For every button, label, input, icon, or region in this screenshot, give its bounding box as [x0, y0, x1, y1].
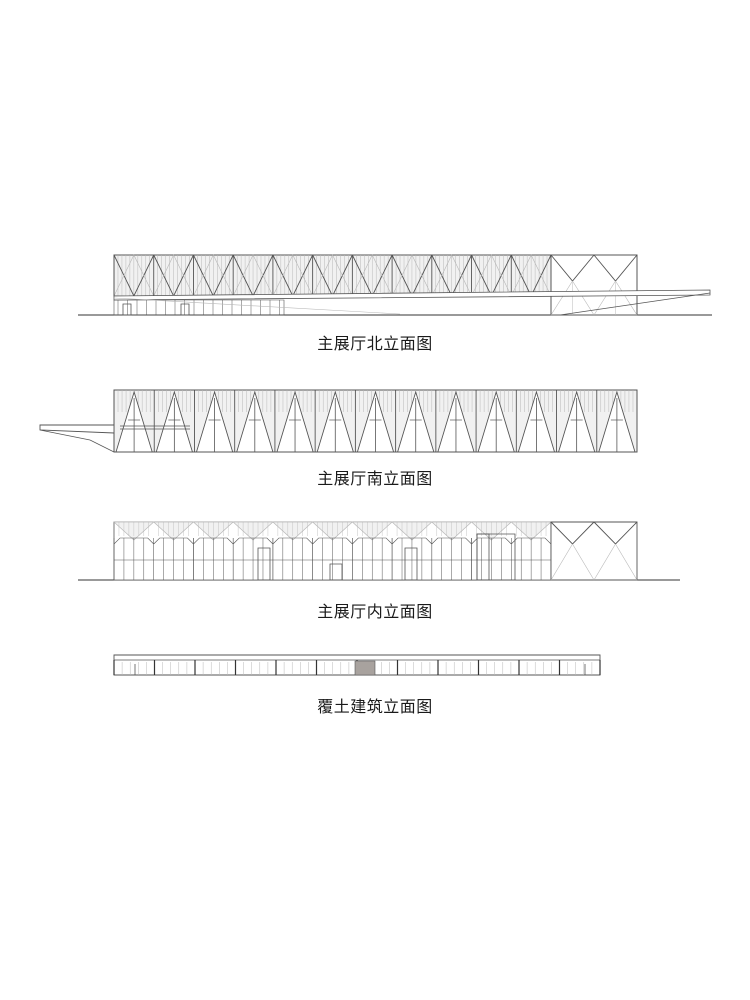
open-frame — [551, 255, 637, 315]
truss-chevron-back — [392, 255, 432, 296]
canopy-edge — [90, 440, 114, 452]
cantilever-canopy — [40, 425, 114, 433]
door — [330, 564, 342, 580]
base-glazing — [114, 300, 284, 315]
bay-arch — [352, 538, 392, 544]
open-frame — [551, 522, 637, 580]
gallery-opening — [477, 534, 515, 580]
door — [123, 304, 131, 315]
truss-chevron-back — [432, 255, 472, 296]
bay-arch — [233, 538, 273, 544]
bay-arch — [114, 538, 154, 544]
truss-chevron-back — [233, 255, 273, 296]
truss-chevron-back — [511, 255, 551, 296]
entrance-panel — [355, 661, 375, 675]
open-diagonal — [616, 544, 638, 580]
bay-arch — [511, 538, 551, 544]
truss-chevron-back — [114, 255, 154, 296]
bay-arch — [472, 538, 512, 544]
north-elevation-drawing — [0, 240, 750, 325]
bay-arch — [273, 538, 313, 544]
bay-arch — [392, 538, 432, 544]
interior-elevation-caption: 主展厅内立面图 — [317, 602, 433, 621]
open-diagonal — [551, 544, 573, 580]
open-diagonal — [594, 544, 616, 580]
south-elevation-caption: 主展厅南立面图 — [317, 469, 433, 488]
truss-chevron-back — [273, 255, 313, 296]
open-diagonal — [573, 281, 595, 315]
ramp-sightline — [114, 298, 400, 314]
bay-arch — [154, 538, 194, 544]
interior-elevation-drawing — [0, 515, 750, 590]
truss-chevron-back — [352, 255, 392, 296]
door — [258, 548, 270, 580]
open-diagonal — [551, 281, 573, 315]
earth-covered-building-elevation-drawing — [0, 650, 750, 680]
truss-chevron-back — [472, 255, 512, 296]
open-diagonal — [573, 544, 595, 580]
door — [181, 304, 189, 315]
earth-covered-building-elevation-caption: 覆土建筑立面图 — [317, 697, 433, 716]
ramp-slab — [114, 290, 710, 300]
bay-arch — [193, 538, 233, 544]
bay-arch — [313, 538, 353, 544]
south-elevation-drawing — [0, 380, 750, 460]
door — [405, 548, 417, 580]
north-elevation-caption: 主展厅北立面图 — [317, 334, 433, 353]
canopy-edge — [40, 430, 90, 440]
ramp-underside — [560, 293, 710, 315]
truss-chevron-back — [313, 255, 353, 296]
truss-chevron-back — [154, 255, 194, 296]
truss-chevron-back — [193, 255, 233, 296]
open-diagonal — [616, 281, 638, 315]
bay-arch — [432, 538, 472, 544]
